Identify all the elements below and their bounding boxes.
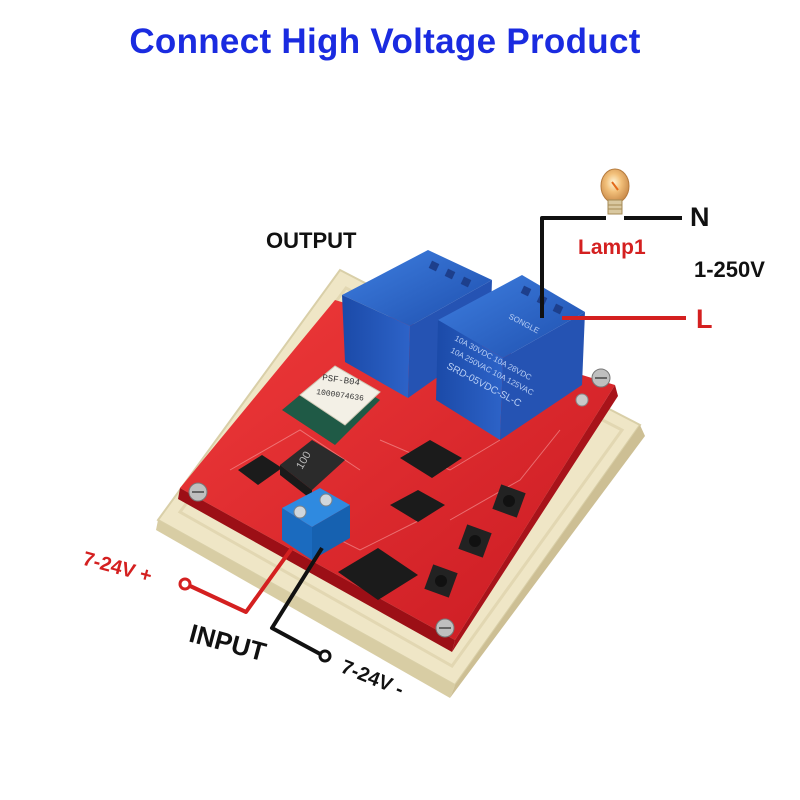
inductor xyxy=(280,440,345,500)
vin-minus-terminal-dot xyxy=(318,649,332,663)
live-label: L xyxy=(696,304,713,334)
voltage-range-label: 1-250V xyxy=(694,257,765,282)
ic-chip xyxy=(390,490,445,522)
screw-icon xyxy=(575,393,589,407)
push-button xyxy=(492,484,526,518)
ic-chip xyxy=(338,548,418,600)
push-button xyxy=(458,524,492,558)
push-button xyxy=(424,564,458,598)
vin-plus-wire xyxy=(187,546,294,614)
wireless-module xyxy=(282,365,381,445)
neutral-label: N xyxy=(690,202,710,232)
vin-minus-wire xyxy=(270,546,324,657)
neutral-wire xyxy=(540,216,682,318)
output-label: OUTPUT xyxy=(266,228,357,253)
page-title: Connect High Voltage Product xyxy=(129,22,641,61)
ic-chip xyxy=(238,455,282,485)
screw-icon xyxy=(591,368,611,388)
screw-icon xyxy=(188,482,208,502)
lamp-bulb-icon xyxy=(600,168,630,215)
relay-2 xyxy=(436,275,585,440)
screw-icon xyxy=(435,618,455,638)
lamp-label: Lamp1 xyxy=(578,236,646,259)
vin-plus-terminal-dot xyxy=(178,577,192,591)
input-terminal-block xyxy=(282,488,350,560)
ic-chip xyxy=(400,440,462,478)
